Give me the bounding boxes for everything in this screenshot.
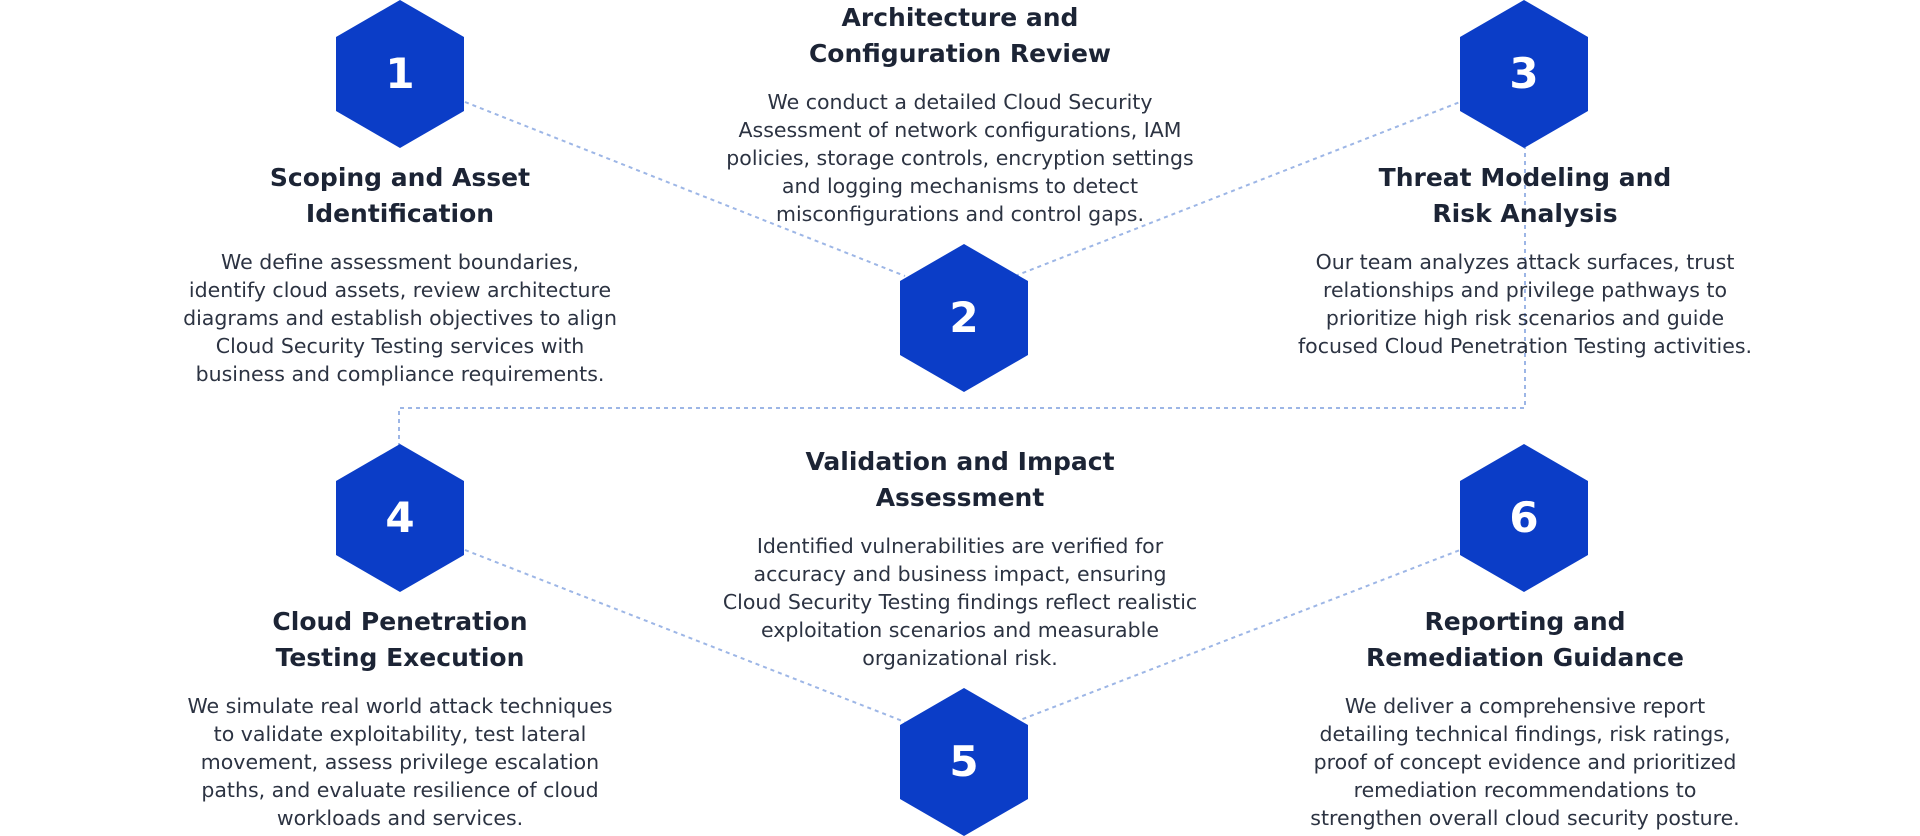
step-3-desc-line: Our team analyzes attack surfaces, trust bbox=[1315, 250, 1735, 274]
step-2-title: Architecture and Configuration Review bbox=[740, 0, 1180, 72]
step-3-hexagon: 3 bbox=[1460, 0, 1588, 148]
step-4-desc-line: to validate exploitability, test lateral bbox=[213, 722, 587, 746]
step-6-number: 6 bbox=[1509, 493, 1539, 542]
step-6-desc-line: strengthen overall cloud security postur… bbox=[1310, 806, 1740, 830]
step-1-number: 1 bbox=[385, 49, 415, 98]
step-4-title: Cloud Penetration Testing Execution bbox=[200, 604, 600, 676]
step-4-desc-line: We simulate real world attack techniques bbox=[187, 694, 613, 718]
step-4-number: 4 bbox=[385, 493, 415, 542]
step-1-desc-line: Cloud Security Testing services with bbox=[215, 334, 585, 358]
step-1-title: Scoping and Asset Identification bbox=[200, 160, 600, 232]
step-1-title-line: Scoping and Asset bbox=[269, 163, 531, 192]
step-3-desc-line: relationships and privilege pathways to bbox=[1322, 278, 1728, 302]
step-6-description: We deliver a comprehensive report detail… bbox=[1260, 692, 1790, 832]
step-3-title-line: Risk Analysis bbox=[1432, 199, 1618, 228]
step-6-desc-line: remediation recommendations to bbox=[1353, 778, 1697, 802]
connector-3-4 bbox=[398, 145, 1526, 448]
step-2-desc-line: and logging mechanisms to detect bbox=[781, 174, 1139, 198]
step-4-title-line: Testing Execution bbox=[275, 643, 525, 672]
step-3-desc-line: prioritize high risk scenarios and guide bbox=[1325, 306, 1725, 330]
step-5-desc-line: Identified vulnerabilities are verified … bbox=[756, 534, 1164, 558]
step-2-title-line: Architecture and bbox=[841, 3, 1079, 32]
step-6-title-line: Reporting and bbox=[1424, 607, 1626, 636]
step-2-title-line: Configuration Review bbox=[808, 39, 1112, 68]
step-1-desc-line: We define assessment boundaries, bbox=[221, 250, 579, 274]
step-4-desc-line: movement, assess privilege escalation bbox=[200, 750, 600, 774]
step-4-desc-line: workloads and services. bbox=[276, 806, 524, 830]
step-1-title-line: Identification bbox=[305, 199, 495, 228]
step-6-desc-line: We deliver a comprehensive report bbox=[1344, 694, 1706, 718]
step-6-title-line: Remediation Guidance bbox=[1366, 643, 1684, 672]
step-4-title-line: Cloud Penetration bbox=[272, 607, 528, 636]
step-1-desc-line: identify cloud assets, review architectu… bbox=[188, 278, 612, 302]
step-3-description: Our team analyzes attack surfaces, trust… bbox=[1260, 248, 1790, 360]
step-5-title-line: Validation and Impact bbox=[805, 447, 1115, 476]
connector-1-2 bbox=[464, 101, 906, 277]
step-3-title: Threat Modeling and Risk Analysis bbox=[1325, 160, 1725, 232]
step-1-hexagon: 1 bbox=[336, 0, 464, 148]
step-3-number: 3 bbox=[1509, 49, 1539, 98]
step-5-desc-line: accuracy and business impact, ensuring bbox=[753, 562, 1167, 586]
step-5-description: Identified vulnerabilities are verified … bbox=[690, 532, 1230, 672]
step-1-description: We define assessment boundaries, identif… bbox=[150, 248, 650, 388]
step-5-title: Validation and Impact Assessment bbox=[740, 444, 1180, 516]
step-2-desc-line: misconfigurations and control gaps. bbox=[776, 202, 1144, 226]
step-2-desc-line: Assessment of network configurations, IA… bbox=[738, 118, 1182, 142]
step-5-desc-line: Cloud Security Testing findings reflect … bbox=[722, 590, 1198, 614]
step-6-desc-line: detailing technical findings, risk ratin… bbox=[1319, 722, 1731, 746]
step-2-number: 2 bbox=[949, 293, 979, 342]
step-6-title: Reporting and Remediation Guidance bbox=[1325, 604, 1725, 676]
step-2-description: We conduct a detailed Cloud Security Ass… bbox=[690, 88, 1230, 228]
step-6-desc-line: proof of concept evidence and prioritize… bbox=[1313, 750, 1737, 774]
step-5-hexagon: 5 bbox=[900, 688, 1028, 836]
step-1-desc-line: business and compliance requirements. bbox=[195, 362, 605, 386]
step-2-desc-line: policies, storage controls, encryption s… bbox=[726, 146, 1194, 170]
step-5-desc-line: organizational risk. bbox=[862, 646, 1058, 670]
step-1-desc-line: diagrams and establish objectives to ali… bbox=[183, 306, 617, 330]
step-5-desc-line: exploitation scenarios and measurable bbox=[761, 618, 1159, 642]
step-5-title-line: Assessment bbox=[875, 483, 1045, 512]
step-2-desc-line: We conduct a detailed Cloud Security bbox=[767, 90, 1153, 114]
step-4-description: We simulate real world attack techniques… bbox=[150, 692, 650, 832]
step-4-desc-line: paths, and evaluate resilience of cloud bbox=[201, 778, 599, 802]
step-5-number: 5 bbox=[949, 737, 979, 786]
step-3-title-line: Threat Modeling and bbox=[1378, 163, 1672, 192]
step-6-hexagon: 6 bbox=[1460, 444, 1588, 592]
step-3-desc-line: focused Cloud Penetration Testing activi… bbox=[1297, 334, 1753, 358]
connector-4-5 bbox=[464, 549, 906, 723]
